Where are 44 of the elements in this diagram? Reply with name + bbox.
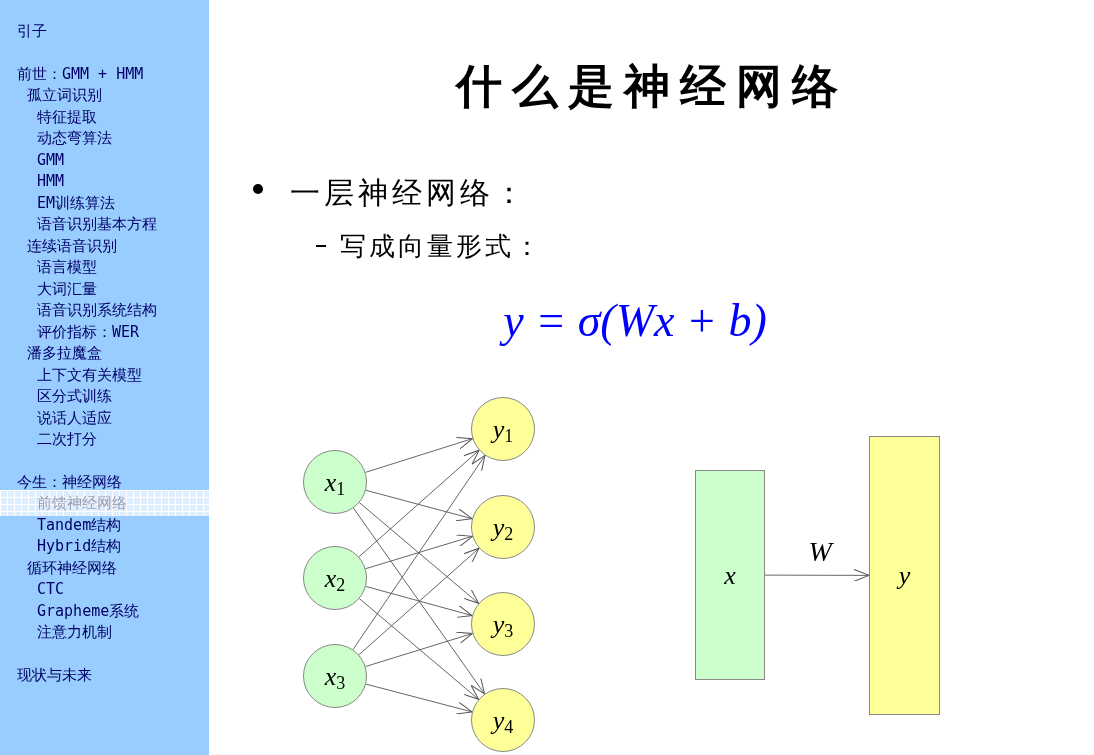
menu-item: 循环神经网络 bbox=[27, 557, 117, 579]
menu-item: CTC bbox=[37, 579, 65, 600]
menu-item: 评价指标：WER bbox=[37, 321, 140, 343]
node-label: y$_{4}$ bbox=[492, 704, 514, 739]
menu-item: 今生：神经网络 bbox=[17, 471, 122, 493]
vector-box bbox=[869, 436, 940, 715]
edge-label: W bbox=[808, 538, 832, 567]
menu-item: 注意力机制 bbox=[37, 622, 112, 643]
menu-item: 语音识别系统结构 bbox=[37, 300, 157, 321]
menu-item: 上下文有关模型 bbox=[37, 364, 142, 386]
menu-item: 潘多拉魔盒 bbox=[27, 343, 102, 364]
slide-title: 什么是神经网络 bbox=[454, 58, 849, 115]
highlighted-menu-item: 前馈神经网络 bbox=[0, 490, 209, 516]
menu-item: 特征提取 bbox=[37, 106, 97, 128]
menu-item: 动态弯算法 bbox=[37, 128, 112, 149]
menu-item: HMM bbox=[37, 171, 65, 192]
menu-item: 前世：GMM + HMM bbox=[17, 63, 144, 85]
node-label: x bbox=[724, 559, 736, 592]
node-label: x$_{2}$ bbox=[324, 562, 346, 597]
menu-item: Grapheme系统 bbox=[37, 600, 140, 622]
vector-box bbox=[695, 470, 765, 680]
menu-item: 引子 bbox=[17, 21, 47, 42]
menu-item: Tandem结构 bbox=[37, 514, 122, 536]
menu-item: 现状与未来 bbox=[17, 664, 92, 686]
menu-item: GMM bbox=[37, 149, 65, 171]
menu-item: 语言模型 bbox=[37, 257, 97, 278]
node-label: y$_{3}$ bbox=[492, 608, 514, 643]
formula: y = σ(Wx + b) bbox=[420, 286, 850, 355]
menu-item: Hybrid结构 bbox=[37, 536, 122, 557]
sub-bullet-text: 写成向量形式： bbox=[340, 230, 543, 263]
menu-item: 语音识别基本方程 bbox=[37, 214, 157, 235]
node-label: y$_{1}$ bbox=[492, 413, 514, 448]
node-label: y bbox=[898, 560, 911, 592]
menu-item: 大词汇量 bbox=[37, 278, 97, 300]
menu-item: 连续语音识别 bbox=[27, 235, 117, 257]
node-label: x$_{3}$ bbox=[324, 660, 346, 695]
menu-item: EM训练算法 bbox=[37, 192, 116, 214]
bullet-text: 一层神经网络： bbox=[290, 174, 528, 212]
menu-item: 区分式训练 bbox=[37, 386, 112, 407]
node-label: x$_{1}$ bbox=[324, 466, 346, 501]
menu-item: 说话人适应 bbox=[37, 407, 112, 429]
menu-item: 孤立词识别 bbox=[27, 85, 102, 106]
menu-item: 二次打分 bbox=[37, 429, 97, 450]
node-label: y$_{2}$ bbox=[492, 511, 514, 546]
